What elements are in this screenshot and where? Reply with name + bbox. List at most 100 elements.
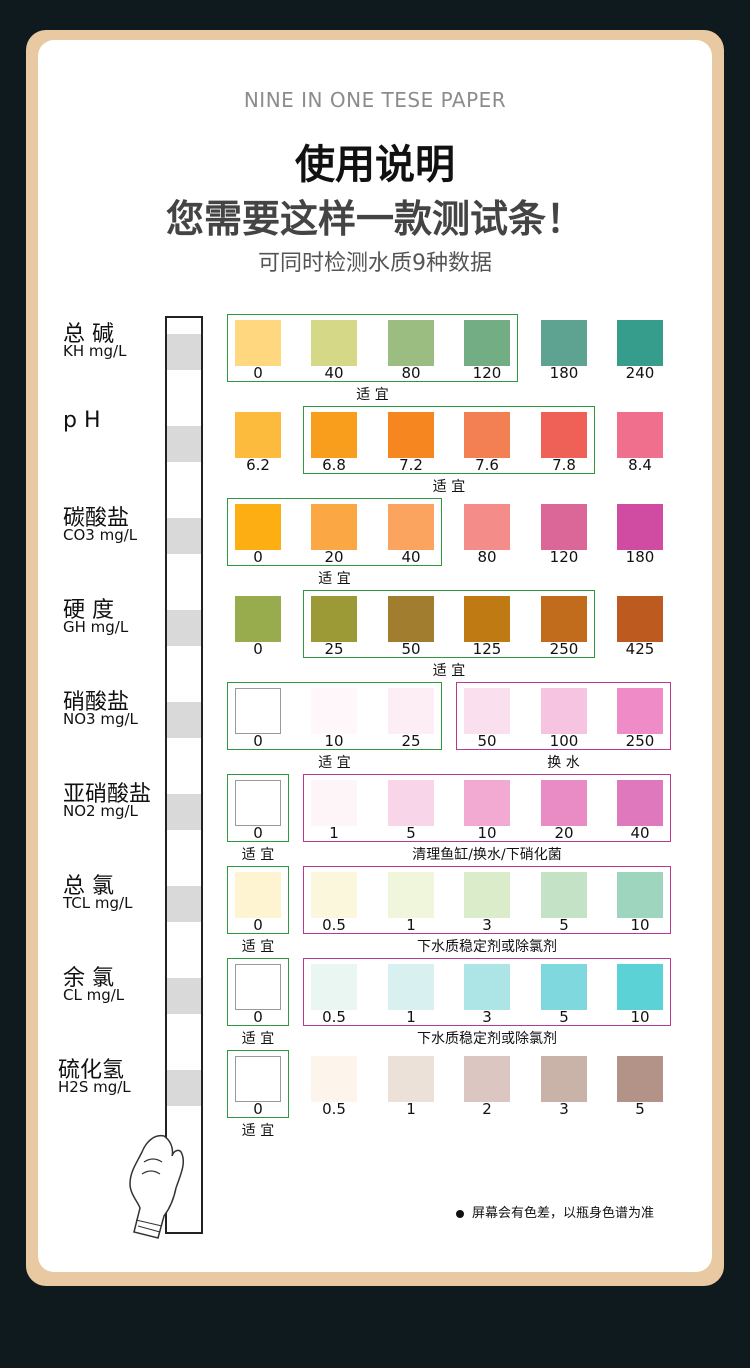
parameter-name: 余 氯 (63, 966, 114, 991)
range-label: 适 宜 (241, 1031, 275, 1047)
swatch-value: 40 (630, 824, 650, 842)
color-swatch (541, 872, 587, 918)
range-label: 适 宜 (241, 847, 275, 863)
swatch-value: 0 (253, 1008, 263, 1026)
swatch-value: 8.4 (628, 456, 652, 474)
range-label: 适 宜 (318, 755, 351, 771)
parameter-unit: CL mg/L (63, 986, 125, 1004)
color-swatch (541, 780, 587, 826)
swatch-value: 0 (253, 824, 263, 842)
headline: 您需要这样一款测试条！ (165, 197, 584, 241)
swatch-value: 10 (630, 1008, 650, 1026)
swatch-value: 180 (625, 548, 655, 566)
swatch-value: 0 (253, 548, 263, 566)
swatch-value: 120 (472, 364, 502, 382)
color-swatch (464, 412, 510, 458)
swatch-value: 7.8 (552, 456, 576, 474)
swatch-value: 1 (406, 1100, 416, 1118)
strip-pad (167, 794, 201, 830)
color-swatch (311, 688, 357, 734)
swatch-value: 240 (625, 364, 655, 382)
swatch-value: 1 (329, 824, 339, 842)
swatch-value: 0 (253, 732, 263, 750)
footer-note: 屏幕会有色差，以瓶身色谱为准 (456, 1202, 654, 1221)
color-swatch (388, 596, 434, 642)
hand-icon (129, 1134, 185, 1239)
swatch-value: 80 (477, 548, 497, 566)
color-swatch (541, 412, 587, 458)
color-swatch (388, 780, 434, 826)
swatch-value: 3 (482, 916, 492, 934)
swatch-value: 2 (482, 1100, 492, 1118)
swatch-value: 0 (253, 640, 263, 658)
parameter-unit: GH mg/L (63, 618, 129, 636)
parameter-name: 总 氯 (63, 874, 114, 899)
range-label: 换 水 (547, 755, 580, 771)
range-label: 适 宜 (318, 571, 351, 587)
strip-pad (167, 518, 201, 554)
tagline: 可同时检测水质9种数据 (258, 251, 492, 276)
color-swatch (235, 1056, 281, 1102)
swatch-value: 7.2 (399, 456, 423, 474)
color-swatch (617, 1056, 663, 1102)
color-swatch (235, 780, 281, 826)
swatch-value: 0.5 (322, 916, 346, 934)
color-swatch (311, 504, 357, 550)
action-range-box (456, 682, 671, 750)
color-swatch (388, 872, 434, 918)
suitable-range-box (227, 682, 442, 750)
color-swatch (235, 320, 281, 366)
color-swatch (311, 596, 357, 642)
parameter-unit: H2S mg/L (58, 1078, 131, 1096)
parameter-unit: CO3 mg/L (63, 526, 138, 544)
color-swatch (388, 412, 434, 458)
swatch-value: 5 (559, 1008, 569, 1026)
swatch-value: 0 (253, 364, 263, 382)
color-swatch (388, 504, 434, 550)
color-swatch (311, 780, 357, 826)
parameter-unit: TCL mg/L (63, 894, 133, 912)
swatch-value: 3 (482, 1008, 492, 1026)
swatch-value: 20 (554, 824, 574, 842)
strip-pad (167, 978, 201, 1014)
suitable-range-box (227, 314, 518, 382)
color-swatch (617, 872, 663, 918)
suitable-range-box (227, 1050, 289, 1118)
color-swatch (235, 596, 281, 642)
swatch-value: 180 (549, 364, 579, 382)
color-swatch (617, 320, 663, 366)
suitable-range-box (227, 774, 289, 842)
parameter-name: 硫化氢 (58, 1058, 125, 1083)
color-swatch (541, 320, 587, 366)
swatch-value: 250 (625, 732, 655, 750)
swatch-value: 425 (625, 640, 655, 658)
strip-pad (167, 702, 201, 738)
color-swatch (235, 964, 281, 1010)
color-swatch (311, 412, 357, 458)
color-swatch (388, 688, 434, 734)
parameter-name: 总 碱 (63, 322, 114, 347)
swatch-value: 120 (549, 548, 579, 566)
swatch-value: 7.6 (475, 456, 499, 474)
color-swatch (617, 964, 663, 1010)
swatch-value: 5 (635, 1100, 645, 1118)
parameter-name: 碳酸盐 (63, 506, 130, 531)
range-label: 下水质稳定剂或除氯剂 (417, 939, 557, 955)
parameter-unit: KH mg/L (63, 342, 127, 360)
suitable-range-box (227, 866, 289, 934)
color-swatch (541, 1056, 587, 1102)
swatch-value: 10 (630, 916, 650, 934)
parameter-name: 硬 度 (63, 598, 114, 623)
parameter-unit: NO3 mg/L (63, 710, 138, 728)
color-swatch (311, 872, 357, 918)
parameter-unit: NO2 mg/L (63, 802, 138, 820)
swatch-value: 80 (401, 364, 421, 382)
strip-pad (167, 334, 201, 370)
range-label: 下水质稳定剂或除氯剂 (417, 1031, 557, 1047)
swatch-value: 10 (324, 732, 344, 750)
color-swatch (235, 504, 281, 550)
color-swatch (388, 320, 434, 366)
range-label: 适 宜 (241, 939, 275, 955)
swatch-value: 40 (324, 364, 344, 382)
swatch-value: 40 (401, 548, 421, 566)
